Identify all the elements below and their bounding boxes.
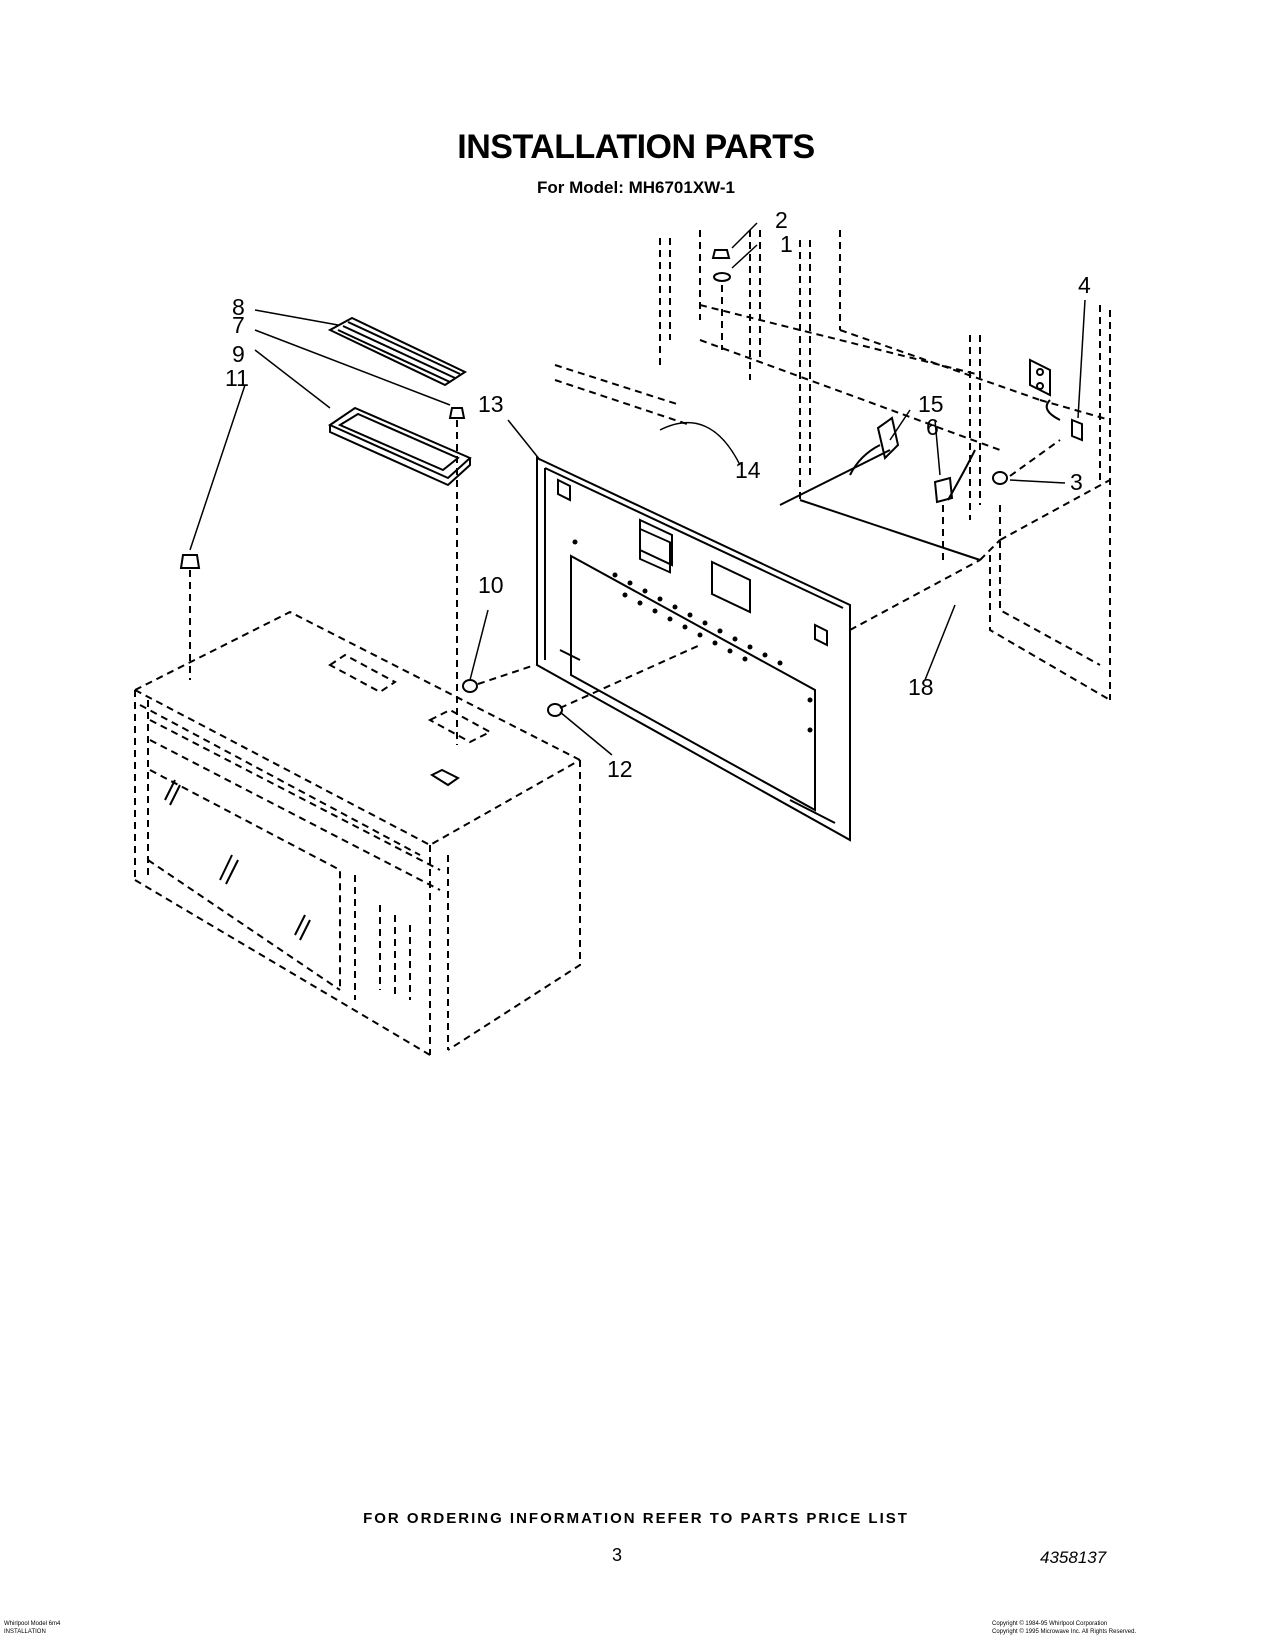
microwave-body: [134, 610, 581, 1056]
callout-11: 11: [225, 365, 249, 391]
callout-18: 18: [908, 674, 934, 700]
callout-9: 9: [232, 341, 245, 367]
part-13-back-panel: [536, 456, 851, 842]
part-8-grille: [327, 316, 468, 387]
page-number: 3: [612, 1545, 623, 1565]
callout-10: 10: [478, 572, 504, 598]
callout-2: 2: [775, 207, 788, 233]
callout-6: 6: [926, 414, 939, 440]
callout-15: 15: [918, 391, 944, 417]
ordering-note: FOR ORDERING INFORMATION REFER TO PARTS …: [363, 1510, 909, 1527]
callout-leaders: [189, 222, 1086, 756]
part-18-mounting-plate: [779, 449, 1001, 631]
part-9-filter-frame: [327, 406, 472, 487]
document-number: 4358137: [1040, 1548, 1107, 1567]
callout-13: 13: [478, 391, 504, 417]
callout-7: 7: [232, 312, 245, 338]
callout-numbers: 2 1 3 4 6 7 8 9 10 11 12 13 14 15 18: [225, 207, 1091, 782]
fine-print-left: Whirlpool Model 6m4 INSTALLATION: [4, 1621, 61, 1635]
fine-print-right: Copyright © 1984-95 Whirlpool Corporatio…: [992, 1621, 1137, 1635]
callout-8: 8: [232, 294, 245, 320]
callout-12: 12: [607, 756, 633, 782]
wall-cabinet-outline: [554, 230, 1111, 701]
callout-3: 3: [1070, 469, 1083, 495]
hardware-parts: [179, 249, 1083, 745]
callout-1: 1: [780, 231, 793, 257]
page-title: INSTALLATION PARTS: [457, 128, 815, 166]
callout-14: 14: [735, 457, 761, 483]
model-subtitle: For Model: MH6701XW-1: [536, 178, 735, 197]
callout-4: 4: [1078, 272, 1091, 298]
